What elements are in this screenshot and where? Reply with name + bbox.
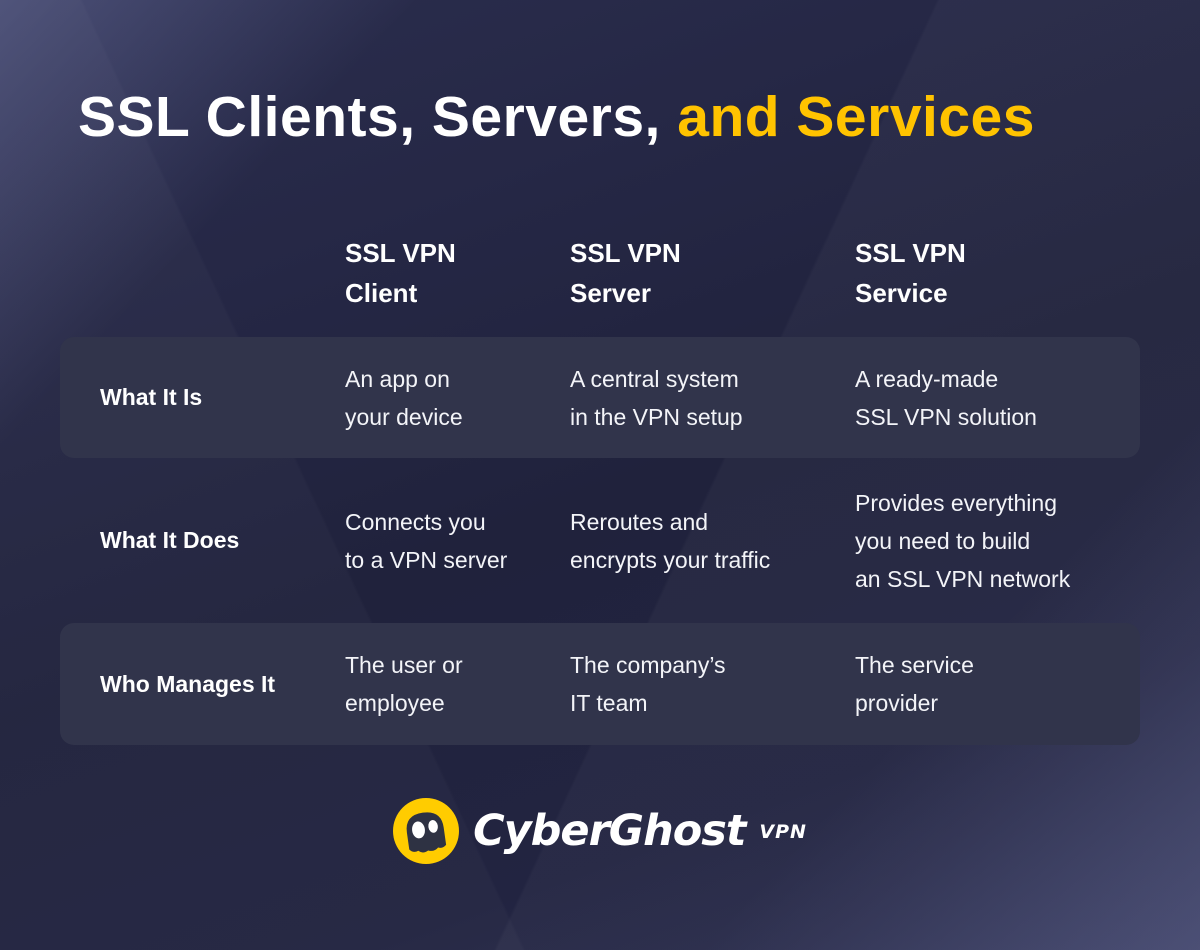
cell-line: Connects you bbox=[345, 508, 486, 535]
header-spacer bbox=[60, 233, 345, 313]
column-header-line: SSL VPN bbox=[570, 238, 681, 268]
cell-line: Provides everything bbox=[855, 489, 1057, 516]
column-header-line: Server bbox=[570, 278, 651, 308]
cell-line: your device bbox=[345, 403, 463, 430]
cell-line: encrypts your traffic bbox=[570, 546, 771, 573]
cyberghost-ghost-icon bbox=[393, 798, 460, 864]
table-cell: Provides everything you need to build an… bbox=[855, 484, 1140, 598]
brand-suffix-vpn: VPN bbox=[759, 821, 807, 843]
table-row-what-it-is: What It Is An app on your device A centr… bbox=[60, 337, 1140, 458]
table-cell: Reroutes and encrypts your traffic bbox=[570, 503, 855, 579]
row-label: What It Does bbox=[100, 527, 240, 553]
cell-line: An app on bbox=[345, 365, 450, 392]
brand-wordmark: CyberGhost bbox=[473, 806, 746, 856]
cell-line: to a VPN server bbox=[345, 546, 508, 573]
table-row-what-it-does: What It Does Connects you to a VPN serve… bbox=[60, 458, 1140, 623]
table-cell: A ready-made SSL VPN solution bbox=[855, 360, 1140, 436]
row-label: What It Is bbox=[100, 384, 203, 410]
cell-line: A ready-made bbox=[855, 365, 999, 392]
column-header-line: SSL VPN bbox=[855, 238, 966, 268]
column-header-line: Client bbox=[345, 278, 418, 308]
cell-line: provider bbox=[855, 690, 939, 716]
brand-logo: CyberGhost VPN bbox=[0, 798, 1200, 864]
cell-line: IT team bbox=[570, 690, 648, 716]
cell-line: The company’s bbox=[570, 652, 726, 678]
cell-line: The service bbox=[855, 652, 974, 678]
table-cell: A central system in the VPN setup bbox=[570, 360, 855, 436]
cell-line: in the VPN setup bbox=[570, 403, 743, 430]
table-header-row: SSL VPN Client SSL VPN Server SSL VPN Se… bbox=[60, 233, 1140, 313]
column-header-ssl-vpn-server: SSL VPN Server bbox=[570, 233, 855, 313]
column-header-line: SSL VPN bbox=[345, 238, 456, 268]
cell-line: employee bbox=[345, 690, 445, 716]
cell-line: an SSL VPN network bbox=[855, 565, 1071, 592]
cell-line: A central system bbox=[570, 365, 739, 392]
cell-line: The user or bbox=[345, 652, 463, 678]
table-row-who-manages-it: Who Manages It The user or employee The … bbox=[60, 623, 1140, 745]
table-cell: The company’s IT team bbox=[570, 646, 855, 722]
page-title-yellow-part: and Services bbox=[660, 85, 1035, 149]
cell-line: Reroutes and bbox=[570, 508, 709, 535]
page-title: SSL Clients, Servers, and Services bbox=[78, 84, 1035, 150]
table-cell: The user or employee bbox=[345, 646, 570, 722]
table-cell: An app on your device bbox=[345, 360, 570, 436]
row-label: Who Manages It bbox=[100, 670, 276, 697]
cell-line: SSL VPN solution bbox=[855, 403, 1037, 430]
table-cell: Connects you to a VPN server bbox=[345, 503, 570, 579]
table-cell: The service provider bbox=[855, 646, 1140, 722]
column-header-ssl-vpn-client: SSL VPN Client bbox=[345, 233, 570, 313]
column-header-ssl-vpn-service: SSL VPN Service bbox=[855, 233, 1140, 313]
column-header-line: Service bbox=[855, 278, 948, 308]
cell-line: you need to build bbox=[855, 527, 1031, 554]
page-title-white-part: SSL Clients, Servers, bbox=[78, 85, 661, 149]
